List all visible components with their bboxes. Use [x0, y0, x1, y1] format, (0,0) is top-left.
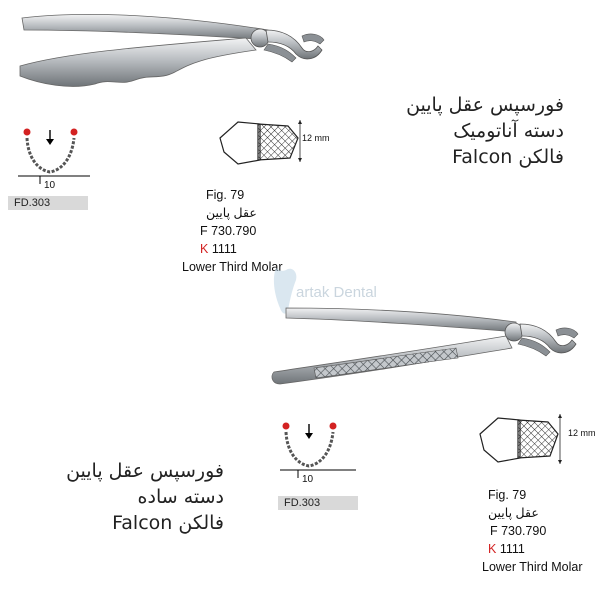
spec-block: Fig. 79 عقل پایین F 730.790 K 1111 Lower… — [182, 186, 344, 276]
tooth-arch-diagram — [18, 128, 90, 184]
k-prefix: K — [200, 242, 209, 256]
target-tooth-marker — [70, 128, 78, 136]
fig-sub-label: عقل پایین — [206, 206, 257, 220]
fd-code-badge: FD.303 — [278, 496, 358, 510]
ref-code: F 730.790 — [490, 524, 547, 538]
fd-code-badge: FD.303 — [8, 196, 88, 210]
watermark-text: artak Dental — [296, 284, 377, 301]
ref-code: F 730.790 — [200, 224, 257, 238]
k-value: 1111 — [211, 242, 237, 256]
title-line-3: فالکن Falcon — [112, 512, 224, 534]
spec-block: Fig. 79 عقل پایین F 730.790 K 1111 Lower… — [482, 486, 600, 576]
fig-label: Fig. 79 — [488, 488, 527, 502]
beak-dimension-label: 12 mm — [302, 133, 330, 143]
beak-dimension-label: 12 mm — [568, 428, 596, 438]
target-tooth-marker — [282, 422, 290, 430]
k-value: 1111 — [499, 542, 525, 556]
product-title-anatomic: فورسپس عقل پایین دسته آناتومیک فالکن Fal… — [304, 92, 564, 170]
title-line-2: دسته آناتومیک — [453, 120, 564, 142]
title-line-2: دسته ساده — [137, 486, 224, 508]
k-code-row: K 1111 — [484, 540, 600, 558]
brand-logo-icon — [273, 268, 297, 314]
beak-detail-diagram — [219, 120, 302, 165]
beak-detail-diagram — [479, 414, 562, 464]
tooth-number-label: 10 — [302, 474, 314, 485]
fig-sub-label: عقل پایین — [488, 506, 539, 520]
title-line-1: فورسپس عقل پایین — [406, 94, 564, 116]
k-prefix: K — [488, 542, 497, 556]
forceps-anatomic-image — [19, 14, 325, 87]
product-description: Lower Third Molar — [482, 560, 583, 574]
tooth-arch-diagram — [280, 422, 356, 478]
title-line-3: فالکن Falcon — [452, 146, 564, 168]
product-title-plain: فورسپس عقل پایین دسته ساده فالکن Falcon — [4, 458, 224, 536]
title-line-1: فورسپس عقل پایین — [66, 460, 224, 482]
fig-label: Fig. 79 — [206, 188, 245, 202]
target-tooth-marker — [329, 422, 337, 430]
tooth-number-label: 10 — [44, 180, 56, 191]
k-code-row: K 1111 — [184, 240, 344, 258]
product-description: Lower Third Molar — [182, 260, 283, 274]
target-tooth-marker — [23, 128, 31, 136]
forceps-plain-image — [271, 307, 579, 385]
